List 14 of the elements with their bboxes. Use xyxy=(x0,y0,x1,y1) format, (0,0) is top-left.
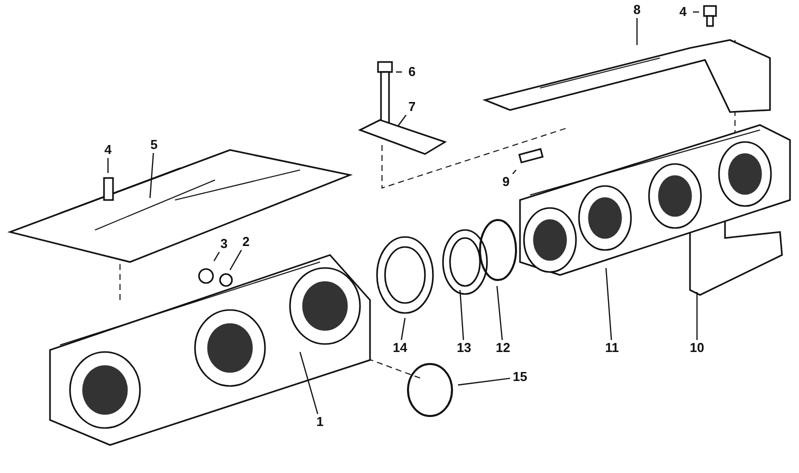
leader-line xyxy=(636,18,638,45)
leader-line xyxy=(398,114,407,126)
leader-line xyxy=(605,268,612,340)
leader-line xyxy=(213,252,220,262)
leader-line xyxy=(229,250,242,270)
leader-line xyxy=(496,286,503,340)
leader-line xyxy=(107,158,109,173)
leader-line xyxy=(459,290,464,340)
leader-line xyxy=(400,318,406,340)
leader-line xyxy=(512,170,516,174)
leader-line xyxy=(299,352,318,414)
leader-line xyxy=(149,152,154,198)
leader-line xyxy=(458,378,510,386)
leader-line xyxy=(696,292,698,340)
